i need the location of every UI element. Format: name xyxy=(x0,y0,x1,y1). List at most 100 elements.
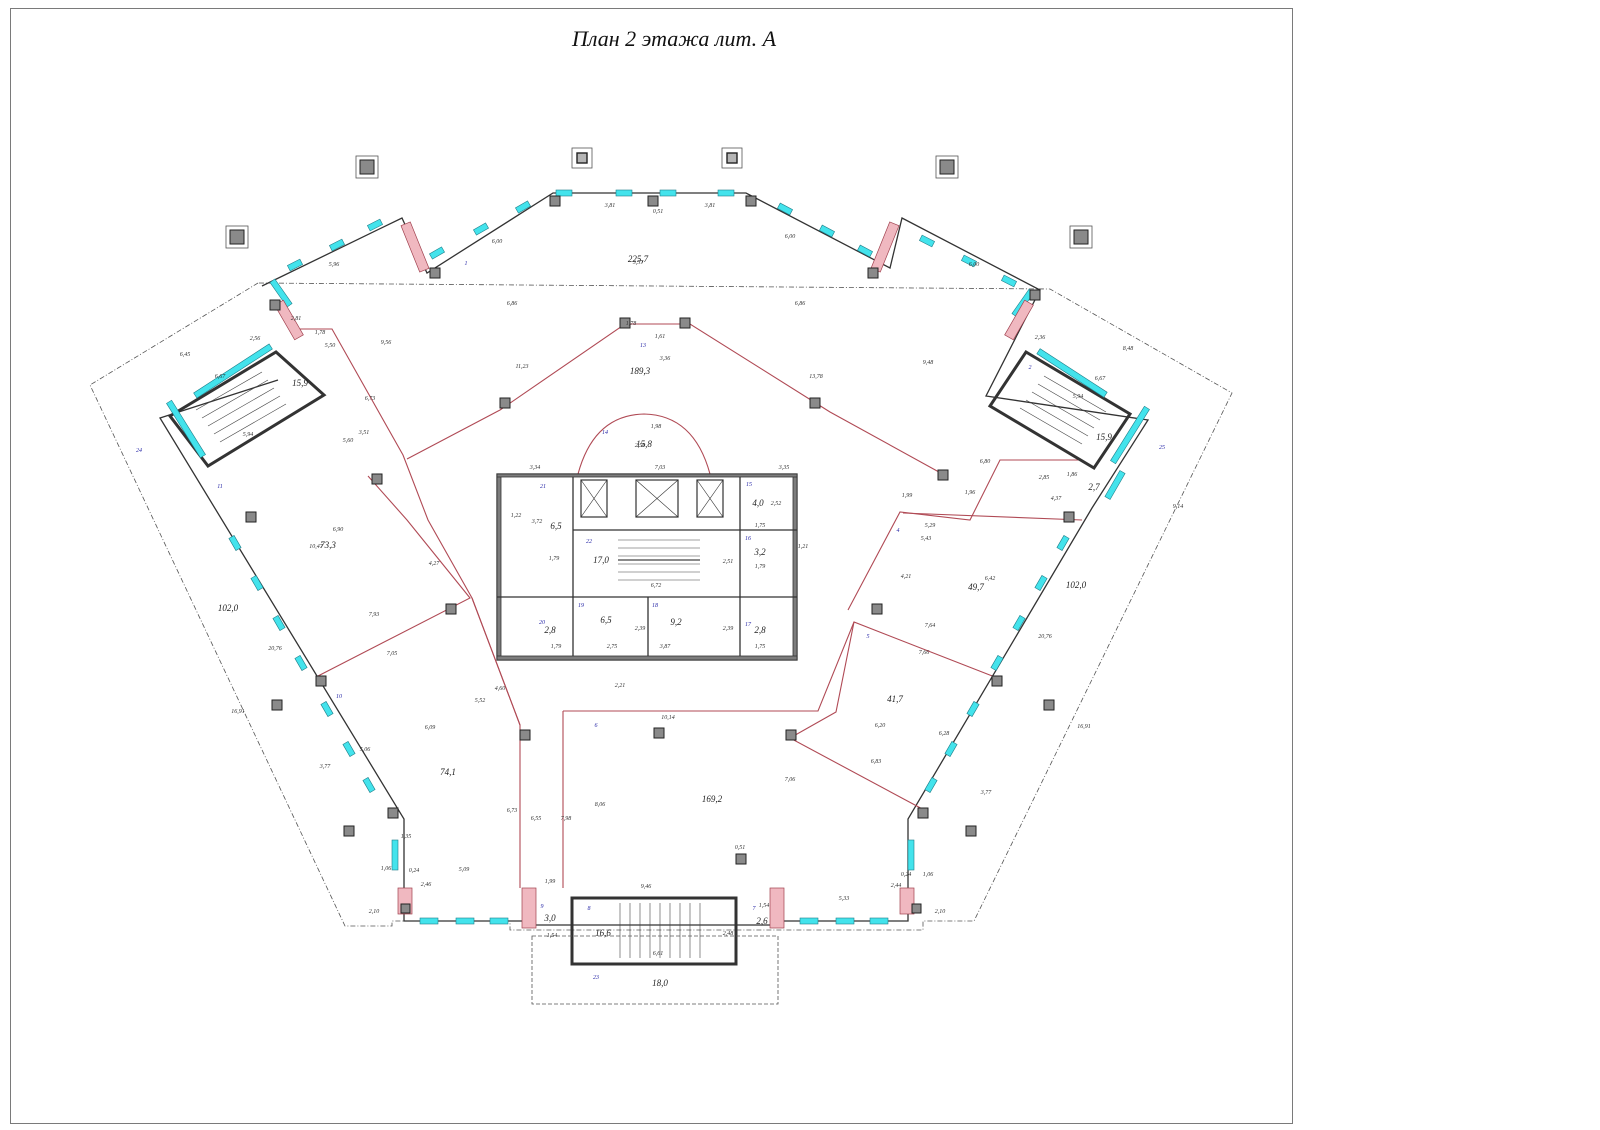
dimension-label: 10,47 xyxy=(309,543,324,550)
dimension-label: 1,78 xyxy=(626,321,637,327)
dimension-label: 5,94 xyxy=(1073,393,1084,400)
room-area-label: 18,0 xyxy=(652,978,668,988)
room-number-label: 21 xyxy=(540,484,546,490)
dimension-label: 7,03 xyxy=(655,465,666,471)
room-number-label: 6 xyxy=(595,723,598,729)
room-number-label: 15 xyxy=(746,482,752,488)
dimension-label: 2,46 xyxy=(421,881,432,888)
dimension-label: 7,93 xyxy=(369,612,380,618)
dimension-label: 8,06 xyxy=(595,802,606,808)
dimension-label: 1,79 xyxy=(549,556,560,562)
left-stair-core xyxy=(167,350,327,468)
room-number-label: 20 xyxy=(539,620,545,626)
dimension-label: 1,21 xyxy=(798,544,809,550)
terrace-outline xyxy=(89,282,1233,931)
dimension-label: 6,42 xyxy=(985,575,996,582)
dimension-label: 1,54 xyxy=(547,932,558,939)
room-area-label: 15,9 xyxy=(1096,432,1112,442)
dimension-label: 3,72 xyxy=(531,519,543,525)
dimension-label: 2,85 xyxy=(1039,475,1050,481)
room-area-label: 102,0 xyxy=(218,603,239,613)
dimension-label: 2,39 xyxy=(723,626,734,632)
room-area-label: 17,0 xyxy=(593,555,609,565)
dimension-label: 6,67 xyxy=(1095,376,1107,382)
dimension-label: 6,45 xyxy=(180,351,191,358)
room-number-label: 19 xyxy=(578,603,584,609)
dimension-label: 6,20 xyxy=(875,723,886,729)
dimension-label: 5,57 xyxy=(633,260,645,266)
dimension-label: 1,99 xyxy=(902,493,913,499)
facade-outline xyxy=(159,192,1150,926)
dimension-label: 5,96 xyxy=(329,262,340,268)
dimension-label: 1,22 xyxy=(511,513,522,519)
dimension-label: 2,81 xyxy=(291,316,302,322)
dimension-label: 0,51 xyxy=(653,209,664,215)
entrance-stair xyxy=(531,896,779,1005)
dimension-label: 2,56 xyxy=(250,336,261,342)
room-number-label: 14 xyxy=(602,429,608,436)
dimension-label: 6,67 xyxy=(215,374,227,380)
dimension-label: 7,05 xyxy=(387,651,398,657)
dimension-label: 5,52 xyxy=(475,698,486,704)
dimension-label: 5,94 xyxy=(243,431,254,438)
dimension-label: 3,81 xyxy=(704,203,716,209)
room-area-label: 2,6 xyxy=(756,916,768,926)
room-area-label: 74,1 xyxy=(440,767,456,777)
room-number-label: 8 xyxy=(588,906,591,912)
dimension-label: 5,43 xyxy=(921,535,932,542)
dimension-label: 1,06 xyxy=(381,866,392,872)
dimension-label: 7,64 xyxy=(925,622,936,629)
room-number-label: 25 xyxy=(1159,445,1165,451)
dimension-label: 6,55 xyxy=(531,816,542,822)
room-area-label: 189,3 xyxy=(630,366,651,376)
core-block xyxy=(496,473,798,661)
room-area-label: 2,8 xyxy=(754,625,766,635)
dimension-label: 3,36 xyxy=(659,356,671,362)
dimension-label: 6,00 xyxy=(785,234,796,240)
dimension-label: 4,27 xyxy=(429,560,441,567)
room-areas: 225,7189,315,815,915,973,3102,074,1169,2… xyxy=(218,254,1113,988)
room-number-label: 13 xyxy=(640,343,646,349)
room-number-label: 22 xyxy=(586,539,592,545)
dimension-label: 16,91 xyxy=(1077,724,1091,730)
dimension-label: 20,76 xyxy=(1038,634,1052,640)
room-area-label: 2,8 xyxy=(544,625,556,635)
pilasters xyxy=(274,221,1034,929)
dimension-label: 20,76 xyxy=(268,646,282,652)
room-number-label: 18 xyxy=(652,603,658,609)
room-number-label: 11 xyxy=(217,484,223,490)
dimension-label: 1,79 xyxy=(551,644,562,650)
dimension-label: 2,51 xyxy=(723,559,734,565)
dimension-label: 6,90 xyxy=(333,527,344,533)
columns xyxy=(245,195,1075,914)
windows xyxy=(166,189,1150,925)
dimension-label: 5,33 xyxy=(839,896,850,902)
dimension-label: 2,10 xyxy=(935,909,946,915)
dimension-label: 6,86 xyxy=(507,301,518,307)
dimension-label: 0,24 xyxy=(901,871,912,878)
interior-walls xyxy=(296,323,1083,888)
room-number-label: 4 xyxy=(897,527,900,534)
dimension-label: 13,78 xyxy=(809,374,823,380)
dimension-label: 8,48 xyxy=(1123,345,1134,352)
room-area-label: 3,2 xyxy=(753,547,766,557)
drawing-sheet xyxy=(10,8,1293,1124)
dimension-label: 7,06 xyxy=(785,777,796,783)
room-area-label: 4,0 xyxy=(752,498,764,508)
dimension-label: 6,61 xyxy=(653,951,664,957)
dimension-label: 4,21 xyxy=(901,573,912,580)
dimension-label: 5,29 xyxy=(925,523,936,529)
room-area-label: 15,9 xyxy=(292,378,308,388)
dimension-label: 1,99 xyxy=(545,879,556,885)
right-stair-core xyxy=(987,349,1133,471)
dimension-label: 4,60 xyxy=(495,685,506,692)
outdoor-columns xyxy=(225,147,1093,249)
dimension-label: 1,79 xyxy=(755,564,766,570)
dimension-label: 9,14 xyxy=(1173,503,1184,510)
dimension-label: 1,35 xyxy=(401,834,412,840)
room-area-label: 3,0 xyxy=(543,913,556,923)
plan-title: План 2 этажа лит. А xyxy=(572,26,777,51)
dimension-label: 5,06 xyxy=(360,747,371,753)
dimension-label: 1,98 xyxy=(651,424,662,430)
dimension-label: 9,46 xyxy=(641,883,652,890)
